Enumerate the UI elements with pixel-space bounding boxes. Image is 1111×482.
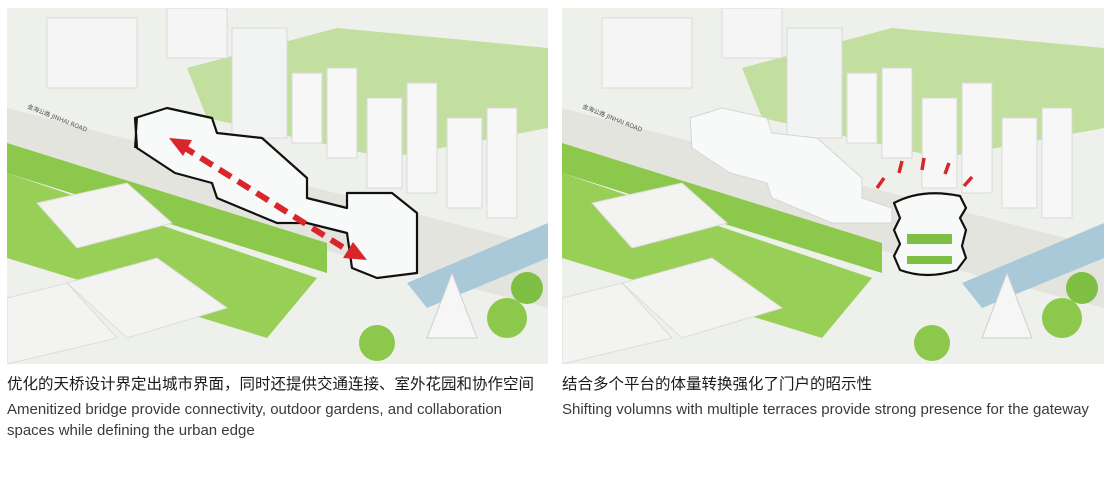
caption-chinese: 结合多个平台的体量转换强化了门户的昭示性	[562, 375, 873, 393]
panel-bridge: 金海公路 JINHAI ROAD 优化的天桥设计界定出城市界面，同时还提供交通连…	[7, 8, 548, 441]
presence-rays-icon	[875, 157, 974, 190]
panel-gateway: 金海公路 JINHAI ROAD 结合多个平台的体量转换强化了门户的昭示性 Sh…	[562, 8, 1104, 420]
gateway-rendering: 金海公路 JINHAI ROAD	[562, 8, 1104, 364]
caption-english: Shifting volumns with multiple terraces …	[562, 401, 1089, 418]
caption-english: Amenitized bridge provide connectivity, …	[7, 401, 503, 439]
dashed-arrow-icon	[169, 138, 367, 260]
bridge-outline	[133, 106, 419, 280]
gateway-tower	[892, 192, 968, 277]
bridge-rendering: 金海公路 JINHAI ROAD	[7, 8, 548, 364]
caption-chinese: 优化的天桥设计界定出城市界面，同时还提供交通连接、室外花园和协作空间	[7, 375, 535, 393]
